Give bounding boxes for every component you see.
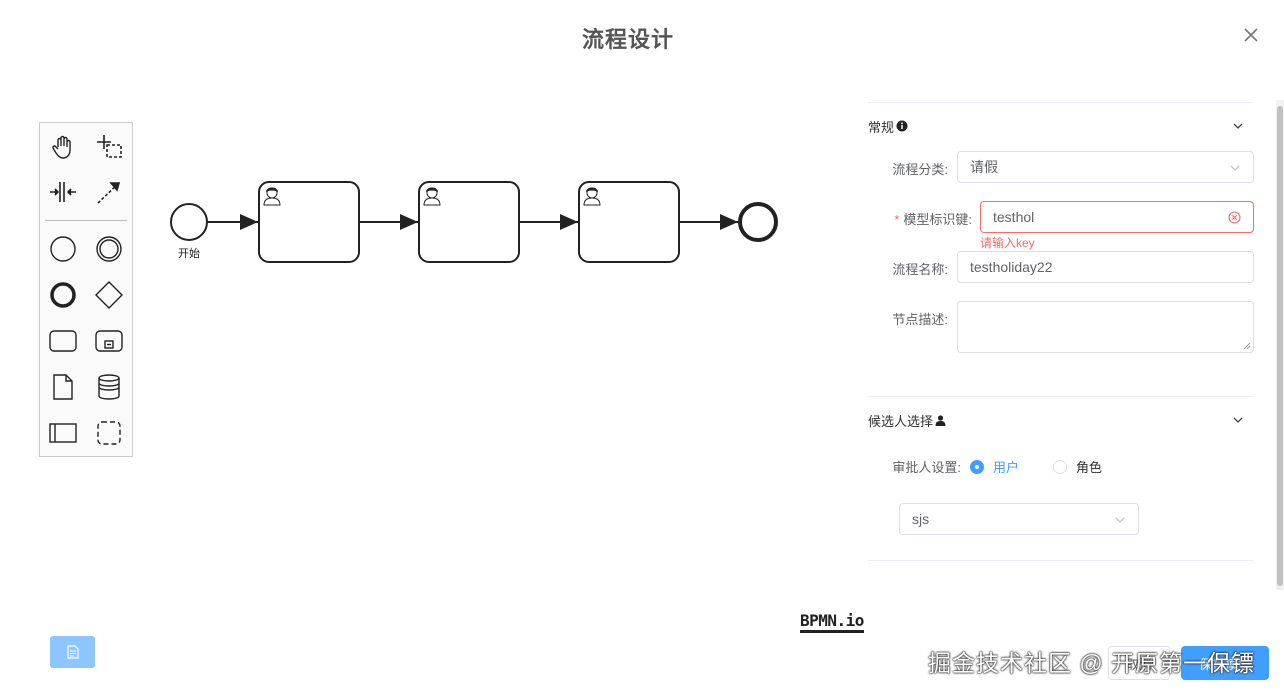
data-object-icon[interactable] (43, 367, 83, 407)
panel-scrollbar[interactable] (1276, 100, 1284, 590)
bpmn-palette (39, 122, 133, 457)
user-task-icon (423, 187, 441, 206)
scrollbar-thumb[interactable] (1277, 106, 1283, 586)
panel-divider (868, 560, 1254, 561)
user-icon (935, 414, 946, 426)
chevron-down-icon (1233, 123, 1243, 129)
description-textarea[interactable] (957, 301, 1254, 353)
name-label: 流程名称: (892, 262, 948, 277)
section-candidate-header[interactable]: 候选人选择 (868, 396, 1254, 444)
gateway-icon[interactable] (89, 275, 129, 315)
info-icon (896, 120, 908, 132)
approver-label: 审批人设置: (892, 460, 961, 475)
bpmn-canvas[interactable]: 开始 (150, 150, 850, 310)
view-xml-button[interactable] (50, 636, 95, 668)
intermediate-event-icon[interactable] (89, 229, 129, 269)
chevron-down-icon (1115, 517, 1125, 523)
data-store-icon[interactable] (89, 367, 129, 407)
end-event-icon[interactable] (43, 275, 83, 315)
watermark-text: 掘金技术社区 @ 开原第一保镖 (928, 650, 1256, 676)
group-icon[interactable] (89, 413, 129, 453)
start-event-icon[interactable] (43, 229, 83, 269)
required-asterisk: * (894, 212, 900, 227)
chevron-down-icon (1233, 417, 1243, 423)
model-key-error: 请输入key (980, 236, 1035, 250)
name-value: testholiday22 (970, 259, 1053, 275)
panel-divider (868, 396, 1254, 397)
radio-role-label: 角色 (1076, 460, 1103, 475)
model-key-value: testhol (993, 209, 1035, 225)
subprocess-icon[interactable] (89, 321, 129, 361)
end-event[interactable] (738, 202, 778, 242)
start-event[interactable] (170, 203, 208, 241)
user-task-icon (583, 187, 601, 206)
category-select[interactable]: 请假 (957, 151, 1254, 183)
category-value: 请假 (970, 159, 998, 175)
clear-error-icon[interactable] (1228, 211, 1241, 224)
palette-separator (45, 220, 127, 221)
radio-dot (1053, 459, 1067, 474)
lasso-tool-icon[interactable] (89, 127, 129, 167)
description-label: 节点描述: (892, 312, 948, 327)
radio-dot (970, 459, 984, 474)
panel-divider (868, 102, 1254, 103)
resize-handle-icon[interactable] (1243, 342, 1251, 350)
global-connect-icon[interactable] (89, 172, 129, 212)
cancel-button[interactable]: 取消 (1108, 646, 1170, 680)
radio-user-label: 用户 (993, 460, 1020, 475)
radio-user[interactable]: 用户 (970, 457, 1019, 476)
pool-icon[interactable] (43, 413, 83, 453)
bpmn-io-logo[interactable]: BPMN.io (800, 612, 864, 633)
chevron-down-icon (1230, 165, 1240, 171)
model-key-input[interactable]: testhol (980, 201, 1254, 233)
name-input[interactable]: testholiday22 (957, 251, 1254, 283)
section-general-header[interactable]: 常规 (868, 102, 1254, 150)
section-general-title: 常规 (868, 119, 895, 135)
hand-tool-icon[interactable] (43, 127, 83, 167)
assignee-select[interactable]: sjs (899, 503, 1139, 535)
close-icon[interactable] (1240, 24, 1262, 46)
assignee-value: sjs (912, 511, 930, 527)
radio-role[interactable]: 角色 (1053, 457, 1102, 476)
space-tool-icon[interactable] (43, 172, 83, 212)
dialog-title: 流程设计 (581, 27, 674, 52)
task-icon[interactable] (43, 321, 83, 361)
category-label: 流程分类: (892, 162, 948, 177)
section-candidate-title: 候选人选择 (868, 413, 934, 429)
user-task-icon (263, 187, 281, 206)
start-event-label: 开始 (178, 246, 200, 260)
document-icon (66, 645, 79, 659)
model-key-label: *模型标识键: (894, 212, 972, 227)
save-model-button[interactable]: 保存模型 (1181, 646, 1269, 680)
